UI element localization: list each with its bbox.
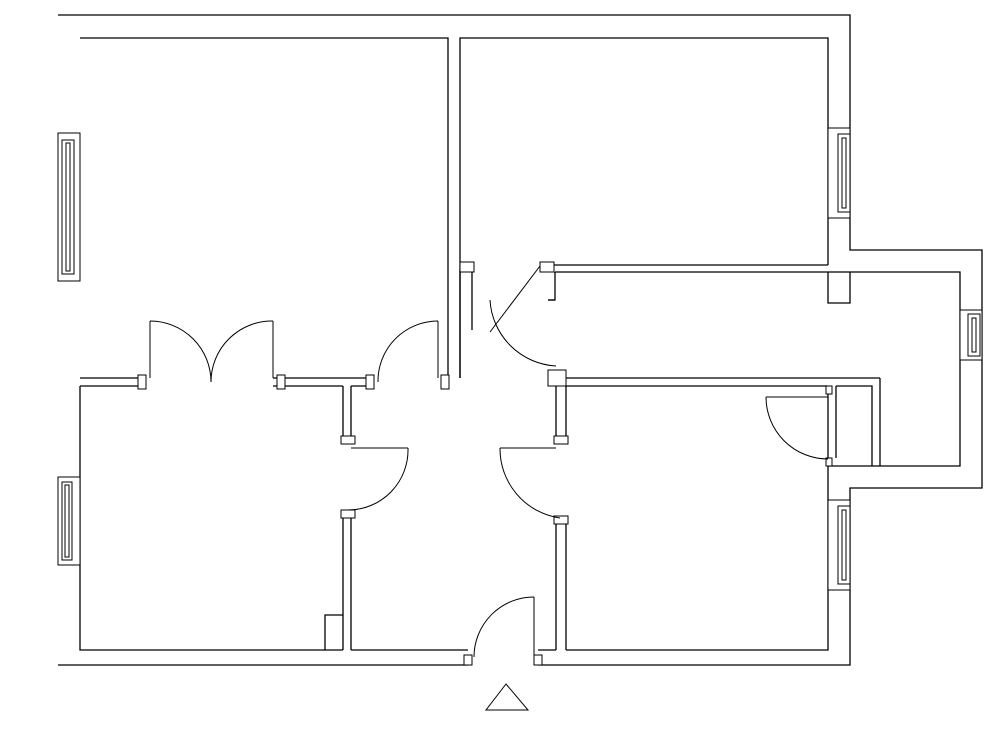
partition-top-left-mid: [273, 377, 370, 387]
window-west-upper: [57, 132, 81, 282]
door-hall-to-bottom-right-room: [499, 447, 561, 519]
doors: [149, 265, 829, 658]
interior-walls: [79, 264, 880, 651]
exterior-walls: [58, 14, 983, 666]
entrance-door: [473, 596, 535, 658]
partition-hall-left-lower: [342, 512, 352, 650]
exterior-wall-outer: [58, 14, 983, 666]
partition-hall-left-upper: [342, 386, 352, 440]
jamb: [463, 654, 473, 666]
jamb: [825, 385, 833, 395]
partition-corridor-south: [566, 377, 880, 466]
double-door-top-left-room: [149, 320, 274, 383]
jamb: [539, 261, 555, 273]
jamb: [365, 374, 375, 390]
partition-top-left-bottom: [80, 377, 140, 387]
door-hall-to-top-right-room: [489, 265, 557, 367]
jamb: [459, 261, 475, 273]
door-storage: [765, 396, 829, 460]
exterior-wall-inner-top: [80, 37, 829, 378]
exterior-wall-inner-annex-step: [827, 272, 851, 304]
door-jambs: [137, 261, 833, 666]
partition-bottom-left-notch: [324, 614, 343, 650]
partition-hall-right-lower: [555, 520, 567, 650]
jamb: [440, 374, 450, 390]
jamb: [340, 509, 356, 519]
jamb: [276, 374, 286, 390]
jamb: [553, 435, 569, 445]
jamb: [553, 515, 569, 525]
door-hall-to-top-left-room: [377, 320, 439, 383]
jamb: [137, 374, 147, 390]
jamb: [340, 435, 356, 445]
jamb: [533, 654, 543, 666]
window-annex-east: [959, 309, 983, 361]
door-hall-to-bottom-left-room: [347, 447, 409, 511]
window-west-lower: [57, 476, 81, 566]
window-east-upper: [827, 127, 851, 219]
windows: [57, 127, 983, 591]
triangle-up-icon: [484, 683, 530, 711]
window-east-lower: [827, 499, 851, 591]
jamb: [547, 369, 567, 387]
jamb: [825, 457, 833, 467]
partition-hall-right-upper: [555, 386, 567, 440]
partition-hall-top-right: [459, 269, 555, 378]
partition-bottom-left-room: [79, 386, 343, 651]
exterior-wall-inner-annex: [828, 271, 961, 467]
partition-top-right-bottom: [548, 264, 828, 301]
